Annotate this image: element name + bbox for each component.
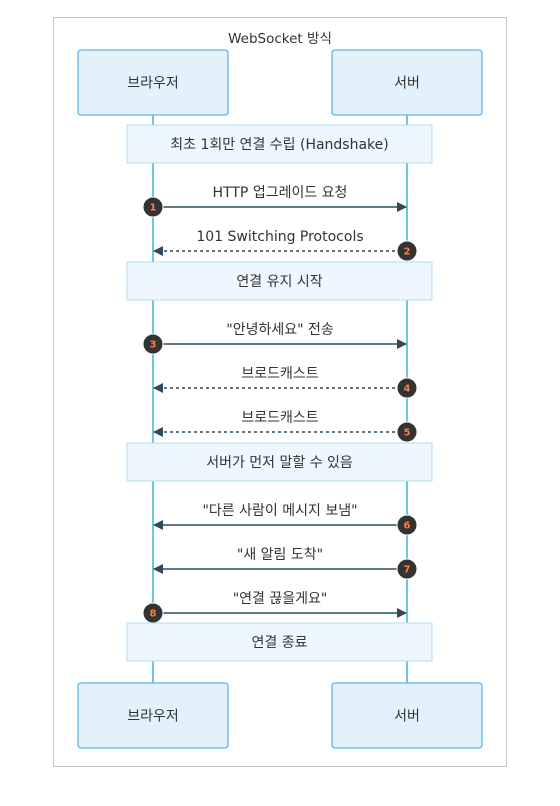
note-box xyxy=(126,442,433,482)
actor-label-server-bottom: 서버 xyxy=(394,709,420,725)
sequence-number-7: 7 xyxy=(404,565,411,576)
actor-box-server-top xyxy=(331,49,483,116)
sequence-number-6: 6 xyxy=(404,521,411,532)
message-label-5: 브로드캐스트 xyxy=(241,410,318,426)
sequence-number-1: 1 xyxy=(150,203,157,214)
diagram-title: WebSocket 방식 xyxy=(228,31,332,47)
sequence-number-badge-3 xyxy=(142,333,164,355)
actor-label-browser-bottom: 브라우저 xyxy=(127,709,179,725)
sequence-number-4: 4 xyxy=(404,384,411,395)
message-label-4: 브로드캐스트 xyxy=(241,366,318,382)
message-label-7: "새 알림 도착" xyxy=(237,547,323,563)
note-box xyxy=(126,124,433,164)
message-label-6: "다른 사람이 메시지 보냄" xyxy=(202,503,357,519)
actor-label-browser-top: 브라우저 xyxy=(127,76,179,92)
actor-label-server-top: 서버 xyxy=(394,76,420,92)
sequence-number-8: 8 xyxy=(150,609,157,620)
note-box xyxy=(126,261,433,301)
actor-box-browser-bottom xyxy=(77,682,229,749)
note-text: 최초 1회만 연결 수립 (Handshake) xyxy=(170,137,389,153)
sequence-number-2: 2 xyxy=(404,247,411,258)
sequence-number-3: 3 xyxy=(150,340,157,351)
note-text: 서버가 먼저 말할 수 있음 xyxy=(206,455,353,471)
note-box xyxy=(126,622,433,662)
sequence-number-badge-2 xyxy=(396,240,418,262)
sequence-number-badge-4 xyxy=(396,377,418,399)
sequence-number-5: 5 xyxy=(404,428,411,439)
note-text: 연결 종료 xyxy=(252,635,308,651)
note-text: 연결 유지 시작 xyxy=(236,274,322,290)
message-label-1: HTTP 업그레이드 요청 xyxy=(213,185,348,201)
actor-box-browser-top xyxy=(77,49,229,116)
message-label-8: "연결 끊을게요" xyxy=(233,591,328,607)
sequence-number-badge-5 xyxy=(396,421,418,443)
actor-box-server-bottom xyxy=(331,682,483,749)
sequence-number-badge-7 xyxy=(396,558,418,580)
sequence-number-badge-1 xyxy=(142,196,164,218)
sequence-number-badge-6 xyxy=(396,514,418,536)
message-label-2: 101 Switching Protocols xyxy=(196,229,363,245)
message-label-3: "안녕하세요" 전송 xyxy=(226,322,334,338)
